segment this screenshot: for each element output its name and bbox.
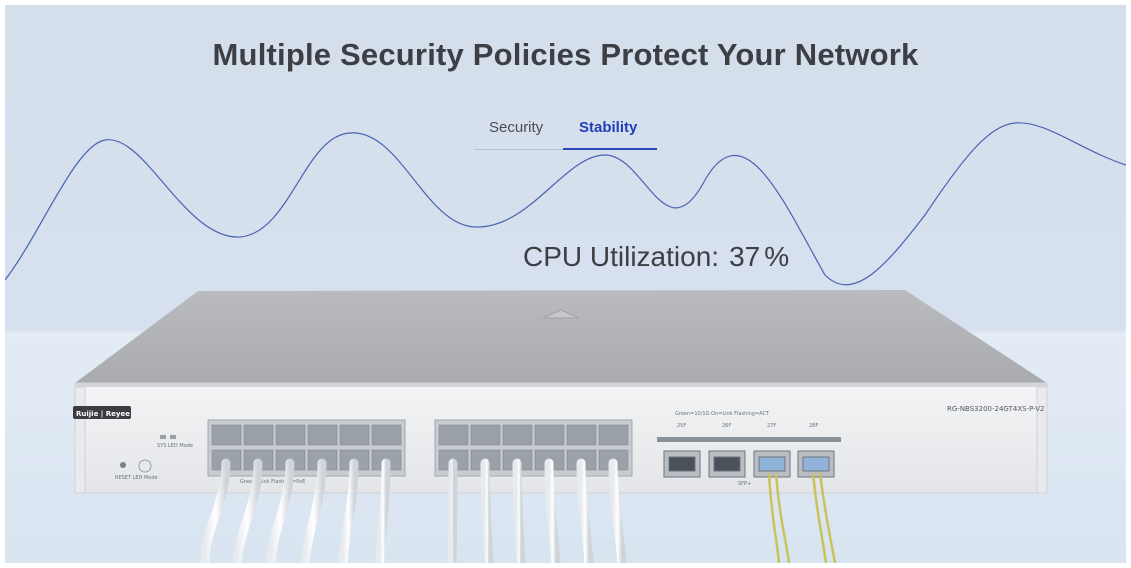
sys-led-label: SYS LED Mode — [157, 443, 193, 449]
tab-security[interactable]: Security — [489, 119, 544, 136]
active-tab-indicator — [563, 148, 657, 150]
cpu-label: CPU Utilization: — [523, 241, 720, 272]
cpu-unit: % — [764, 241, 790, 272]
fiber-legend: Green=10/1G On=Link Flashing=ACT — [675, 411, 770, 417]
model-label: RG-NBS3200-24GT4XS-P-V2 — [947, 405, 1045, 413]
cpu-value: 37 — [729, 241, 761, 272]
brand-logo — [73, 406, 131, 419]
sfp-label-28: 28F — [809, 423, 818, 429]
tab-stability[interactable]: Stability — [579, 119, 638, 136]
tab-bar: Security Stability — [474, 111, 657, 150]
copper-legend: Green=Link Flashing=PoE — [240, 479, 305, 485]
ethernet-cables — [200, 458, 627, 563]
network-switch-image: Ruijie | Reyee SYS LED Mode RESET LED Mo… — [73, 290, 1048, 563]
sfp-label-25: 25F — [677, 423, 686, 429]
cpu-utilization-readout: CPU Utilization: 37% — [523, 241, 789, 273]
switch-top-cover — [75, 290, 1047, 383]
page-title: Multiple Security Policies Protect Your … — [212, 37, 919, 72]
brand-logo-text: Ruijie | Reyee — [76, 410, 130, 419]
reset-label: RESET LED Mode — [115, 475, 158, 481]
sfp-ports — [663, 450, 835, 478]
sfp-label-26: 26F — [722, 423, 731, 429]
sfp-label-27: 27F — [767, 423, 776, 429]
fiber-cables — [767, 472, 837, 563]
sfp-group-label: SFP+ — [738, 481, 751, 487]
cpu-utilization-wave — [5, 122, 1126, 286]
product-showcase: Multiple Security Policies Protect Your … — [5, 5, 1126, 563]
